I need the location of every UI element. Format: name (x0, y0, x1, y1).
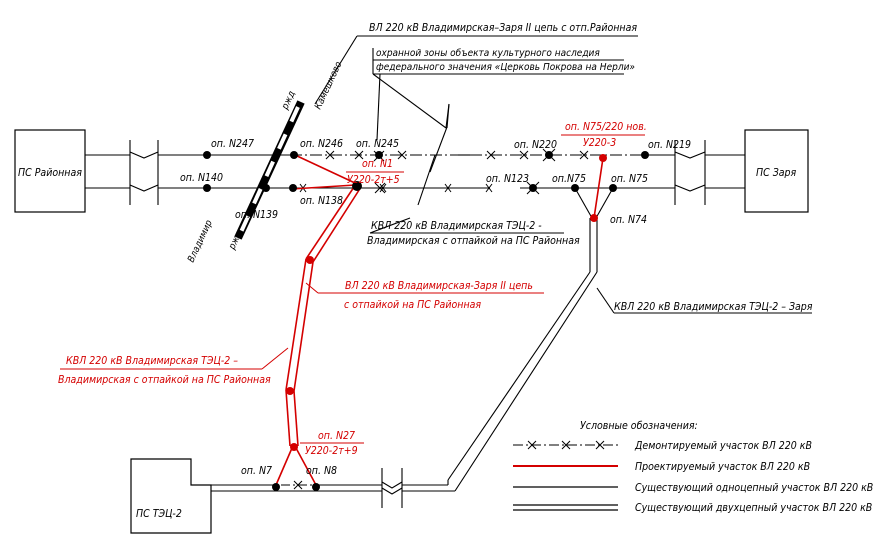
support-n75-left-label: оп.N75 (552, 173, 586, 185)
railway-direction-kameshkovo: Камешково (313, 60, 345, 111)
designed-annotations: ВЛ 220 кВ Владимирская-Заря II цепь с от… (58, 280, 544, 386)
legend-single-label: Существующий одноцепный участок ВЛ 220 к… (635, 482, 873, 494)
support-n1-label: оп. N1 (362, 158, 393, 170)
support-n75-right-label: оп. N75 (611, 173, 648, 185)
substation-zarya-label: ПС Заря (756, 167, 797, 179)
legend-single: Существующий одноцепный участок ВЛ 220 к… (513, 482, 873, 494)
support-n27 (290, 443, 298, 451)
substation-tec2: ПС ТЭЦ-2 (130, 458, 212, 534)
support-n245-label: оп. N245 (356, 138, 399, 150)
support-n219 (641, 151, 649, 159)
support-n1 (352, 181, 362, 191)
label-vl-zarya-ii-red-2: с отпайкой на ПС Районная (344, 299, 481, 311)
support-n75-right (609, 184, 617, 192)
label-kvl-tec2-black-2: Владимирская с отпайкой на ПС Районная (367, 235, 580, 247)
legend: Условные обозначения: Демонтируемый учас… (513, 420, 873, 514)
support-n75-left (571, 184, 579, 192)
legend-designed: Проектируемый участок ВЛ 220 кВ (513, 461, 810, 473)
support-n220-label: оп. N220 (514, 139, 557, 151)
railway-direction-vladimir: Владимир (186, 218, 215, 264)
designed-sections (275, 154, 604, 486)
support-n27-type: У220-2т+9 (305, 445, 358, 457)
substation-raionnaya: ПС Районная (14, 129, 86, 213)
substation-tec2-label: ПС ТЭЦ-2 (136, 508, 182, 520)
support-n140 (203, 184, 211, 192)
label-kvl-tec2-red-1: КВЛ 220 кВ Владимирская ТЭЦ-2 – (66, 355, 238, 367)
legend-title: Условные обозначения: (580, 420, 698, 432)
support-n140-label: оп. N140 (180, 172, 223, 184)
support-n138-label: оп. N138 (300, 195, 343, 207)
protection-zone-boundary (417, 126, 448, 206)
support-n75-new-type: У220-3 (583, 137, 616, 149)
support-n139 (262, 184, 270, 192)
supports (203, 151, 649, 491)
existing-lines (85, 154, 745, 492)
support-n1-type: У220-2т+5 (347, 174, 400, 186)
support-n219-label: оп. N219 (648, 139, 691, 151)
support-n7 (272, 483, 280, 491)
support-n8-label: оп. N8 (306, 465, 337, 477)
support-n75-new (599, 154, 607, 162)
support-n75-new-label: оп. N75/220 нов. (565, 121, 647, 133)
support-n74-label: оп. N74 (610, 214, 647, 226)
support-n246-label: оп. N246 (300, 138, 343, 150)
line-annotations: ВЛ 220 кВ Владимирская–Заря II цепь с от… (314, 22, 813, 314)
support-n74 (590, 214, 598, 222)
support-red-1 (306, 256, 314, 264)
label-kvl-tec2-black-1: КВЛ 220 кВ Владимирская ТЭЦ-2 - (371, 220, 542, 232)
label-kvl-tec2-red-2: Владимирская с отпайкой на ПС Районная (58, 374, 271, 386)
support-red-2 (286, 387, 294, 395)
legend-dismantled: Демонтируемый участок ВЛ 220 кВ (513, 440, 812, 452)
support-n247-label: оп. N247 (211, 138, 254, 150)
label-vl-zarya-ii-top: ВЛ 220 кВ Владимирская–Заря II цепь с от… (369, 22, 637, 34)
line-breaks (129, 140, 706, 508)
legend-double-label: Существующий двухцепный участок ВЛ 220 к… (635, 502, 872, 514)
support-labels: оп. N247 оп. N246 оп. N245 оп. N140 оп. … (180, 121, 691, 477)
legend-dismantled-label: Демонтируемый участок ВЛ 220 кВ (634, 440, 812, 452)
support-n247 (203, 151, 211, 159)
label-protection-2: федерального значения «Церковь Покрова н… (376, 62, 635, 73)
support-n123 (529, 184, 537, 192)
support-n8 (312, 483, 320, 491)
label-protection-1: охранной зоны объекта культурного наслед… (376, 47, 600, 59)
legend-double: Существующий двухцепный участок ВЛ 220 к… (513, 502, 872, 514)
legend-designed-label: Проектируемый участок ВЛ 220 кВ (635, 461, 810, 473)
support-n139-label: оп. N139 (235, 209, 278, 221)
support-n27-label: оп. N27 (318, 430, 355, 442)
support-n123-label: оп. N123 (486, 173, 529, 185)
support-n245 (375, 151, 383, 159)
support-n246 (290, 151, 298, 159)
substation-raionnaya-label: ПС Районная (18, 167, 82, 179)
label-kvl-tec2-zarya: КВЛ 220 кВ Владимирская ТЭЦ-2 – Заря (614, 301, 813, 313)
railway: ржд ржд Камешково Владимир (186, 60, 345, 264)
label-vl-zarya-ii-red-1: ВЛ 220 кВ Владимирская-Заря II цепь (345, 280, 533, 292)
substation-zarya: ПС Заря (744, 129, 809, 213)
support-n220 (545, 151, 553, 159)
support-n138 (289, 184, 297, 192)
support-n7-label: оп. N7 (241, 465, 272, 477)
